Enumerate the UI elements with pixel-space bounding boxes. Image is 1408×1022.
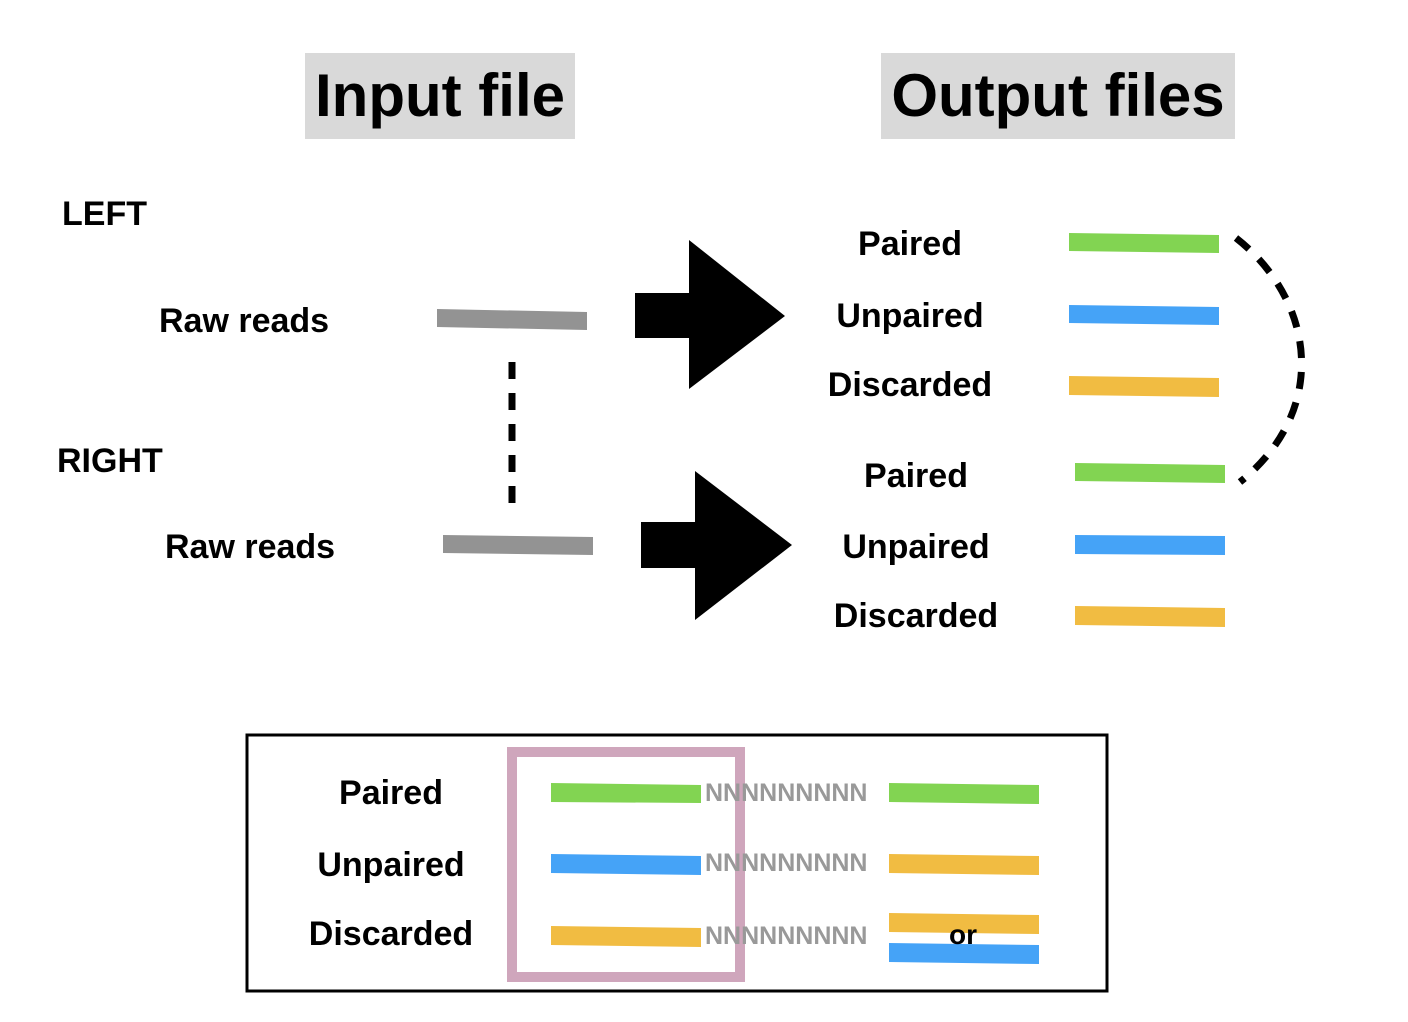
right-raw-read-bar [443, 535, 593, 555]
paired-link-dashed-arc [1233, 235, 1306, 485]
legend-unpaired-left-bar [551, 854, 701, 875]
output-files-header: Output files [881, 53, 1235, 139]
output-left-unpaired-label: Unpaired [836, 297, 984, 335]
output-left-unpaired-bar [1069, 305, 1219, 325]
legend-paired-label: Paired [339, 774, 443, 812]
output-left-paired-label: Paired [858, 225, 962, 263]
legend-box [245, 733, 1109, 993]
output-right-discarded-label: Discarded [833, 597, 999, 635]
output-right-paired-bar [1075, 463, 1225, 483]
legend-discarded-label: Discarded [308, 915, 474, 953]
output-right-unpaired-bar [1075, 535, 1225, 555]
left-raw-read-bar [437, 309, 587, 330]
output-right-paired-label: Paired [864, 457, 968, 495]
legend-discarded-left-bar [551, 926, 701, 947]
legend-unpaired-spacer: NNNNNNNNN [705, 849, 868, 877]
input-file-header: Input file [305, 53, 575, 139]
left-raw-reads-label: Raw reads [159, 302, 330, 340]
legend-paired-right-bar [889, 783, 1039, 804]
output-right-unpaired-label: Unpaired [842, 528, 990, 566]
right-label: RIGHT [57, 442, 163, 480]
legend-discarded-right-bar-blue [889, 943, 1039, 964]
output-right-discarded-bar [1075, 606, 1225, 627]
legend-paired-left-bar [551, 783, 701, 803]
legend-discarded-right-bar-orange [889, 913, 1039, 934]
legend-discarded-spacer: NNNNNNNNN [705, 922, 868, 950]
legend-unpaired-label: Unpaired [317, 846, 465, 884]
legend-highlight-box [507, 747, 745, 982]
left-arrow-icon [635, 240, 785, 389]
legend-or-label: or [949, 919, 977, 950]
right-arrow-icon [641, 471, 792, 620]
right-raw-reads-label: Raw reads [165, 528, 336, 566]
output-left-discarded-label: Discarded [827, 366, 993, 404]
legend-paired-spacer: NNNNNNNNN [705, 779, 868, 807]
legend-unpaired-right-bar [889, 854, 1039, 875]
left-label: LEFT [62, 195, 147, 233]
output-left-paired-bar [1069, 233, 1219, 253]
output-left-discarded-bar [1069, 376, 1219, 397]
